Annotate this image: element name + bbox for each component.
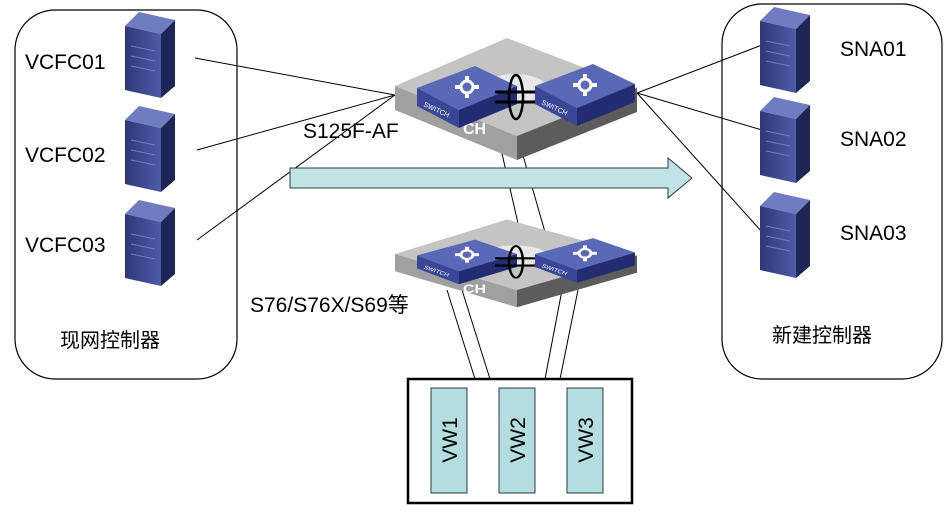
server-icon: [124, 11, 176, 99]
server-icon: [124, 105, 176, 193]
link-aggregation-icon: [507, 245, 525, 279]
server-icon: [759, 6, 811, 94]
right-controller-group: [721, 3, 943, 380]
core-switch-label: S125F-AF: [303, 120, 399, 143]
server-sna02: SNA02: [759, 96, 907, 184]
left-controller-group: [14, 9, 238, 380]
switch-base-text: CH: [463, 282, 486, 295]
server-sna03: SNA03: [759, 191, 907, 279]
server-icon: [759, 96, 811, 184]
server-label: VCFC01: [25, 51, 106, 74]
server-icon: [124, 199, 176, 287]
right-group-caption: 新建控制器: [772, 323, 872, 347]
server-vcfc03: VCFC03: [25, 199, 176, 287]
server-sna01: SNA01: [759, 6, 907, 94]
server-vcfc01: VCFC01: [25, 11, 176, 99]
core-switch: CH SWITCH SWITCH: [395, 38, 637, 160]
vw-label: VW1: [439, 417, 462, 463]
vw-2: VW2: [498, 387, 536, 494]
vw-label: VW3: [575, 417, 598, 463]
migration-arrow: [289, 156, 693, 200]
vw-1: VW1: [430, 387, 468, 494]
access-switch: CH SWITCH SWITCH: [395, 219, 637, 308]
switch-base-text: CH: [463, 121, 486, 138]
server-label: VCFC03: [25, 234, 106, 257]
vw-3: VW3: [566, 387, 604, 494]
server-vcfc02: VCFC02: [25, 105, 176, 193]
server-label: VCFC02: [25, 144, 106, 167]
vw-label: VW2: [507, 417, 530, 463]
server-label: SNA02: [840, 128, 907, 151]
server-label: SNA01: [840, 38, 907, 61]
left-group-caption: 现网控制器: [60, 328, 160, 352]
link-aggregation-icon: [507, 73, 525, 121]
server-icon: [759, 191, 811, 279]
server-label: SNA03: [840, 222, 907, 245]
access-switch-label: S76/S76X/S69等: [250, 294, 409, 317]
